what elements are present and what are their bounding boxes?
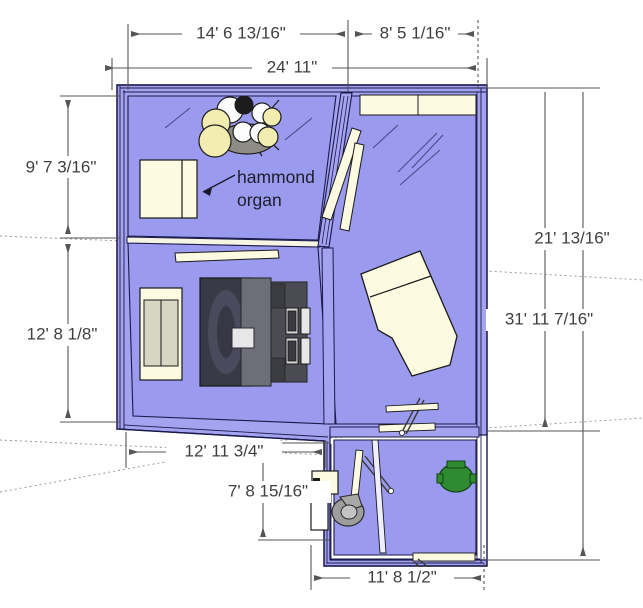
drum-kit — [198, 95, 282, 158]
interior-wall-lower-divider — [321, 247, 336, 425]
counter-top — [310, 499, 329, 531]
door-leaf-right-room — [339, 142, 365, 232]
wall-hatch-top — [120, 87, 486, 93]
door-leaf-bottom-exterior — [412, 552, 476, 562]
studio-desk — [231, 277, 308, 387]
sofa-angled — [360, 250, 458, 377]
wall-hatch-right — [476, 88, 482, 563]
rack-gear — [285, 307, 311, 365]
dim-right-upper: 21' 13/16" — [534, 228, 609, 247]
bottom-room-partition — [371, 439, 387, 554]
window-right-room-top — [359, 94, 477, 116]
ceiling-light-bar — [174, 249, 280, 263]
office-chair — [436, 460, 477, 493]
dim-left-upper: 9' 7 3/16" — [26, 157, 97, 176]
annotation-hammond-line1: hammond — [237, 167, 315, 187]
floor-detail-lines — [164, 107, 444, 186]
doors-and-openings — [321, 94, 477, 586]
door-leaf-slanted — [321, 127, 362, 221]
annotation-hammond-line2: organ — [237, 190, 282, 210]
dim-top-right: 8' 5 1/16" — [380, 23, 451, 42]
dim-right-overall: 31' 11 7/16" — [505, 309, 593, 328]
dim-bottom-middle: 7' 8 15/16" — [228, 481, 308, 500]
hammond-organ-unit — [139, 159, 198, 219]
dim-top-left: 14' 6 13/16" — [196, 23, 286, 42]
wall-hatch-left — [119, 86, 125, 430]
toilet — [331, 493, 365, 527]
dimension-labels: 14' 6 13/16" 8' 5 1/16" 24' 11" 9' 7 3/1… — [8, 22, 627, 589]
dim-left-lower: 12' 8 1/8" — [27, 324, 98, 343]
dim-top-overall: 24' 11" — [267, 57, 318, 76]
interior-wall-left-divider — [126, 236, 321, 248]
door-leaf-upper-2 — [385, 402, 439, 413]
dim-bottom-right: 11' 8 1/2" — [367, 567, 436, 586]
couch-left — [139, 287, 183, 381]
hammond-organ-callout: hammond organ — [202, 167, 315, 210]
wall-hatch-bottom-left — [119, 424, 329, 442]
dim-bottom-left: 12' 11 3/4" — [185, 441, 264, 460]
